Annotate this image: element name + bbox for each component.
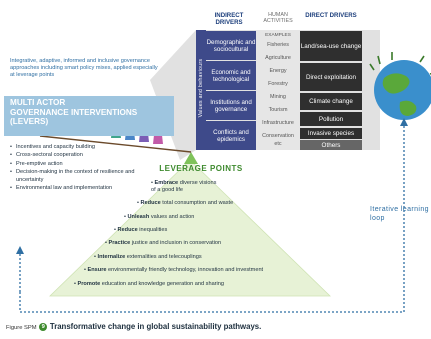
leverage-text: total consumption and waste — [162, 200, 234, 206]
leverage-point: • Practice justice and inclusion in cons… — [105, 240, 222, 246]
intro-text: Integrative, adaptive, informed and incl… — [10, 58, 158, 78]
activity-item: Infrastructure — [262, 120, 294, 126]
leverage-text: justice and inclusion in conservation — [131, 240, 222, 246]
indirect-driver: Institutions and governance — [206, 91, 256, 120]
leverage-point: • Promote education and knowledge genera… — [74, 281, 225, 287]
multi-actor-title-line3: (LEVERS) — [10, 117, 49, 126]
multi-actor-box — [4, 96, 174, 136]
activity-item: Conservation — [262, 133, 294, 139]
leverage-point: • Unleash values and action — [124, 214, 195, 220]
arrow-loop-icon — [19, 122, 405, 313]
leverage-point: • Internalize externalities and telecoup… — [94, 254, 202, 260]
caption-prefix: Figure SPM — [6, 325, 37, 331]
direct-driver: Direct exploitation — [300, 63, 362, 91]
direct-driver: Others — [300, 140, 362, 150]
activity-item: Forestry — [268, 81, 288, 87]
activity-item: Mining — [270, 94, 286, 100]
direct-driver: Invasive species — [300, 128, 362, 139]
lever-item: Decision-making in the context of resili… — [10, 168, 140, 185]
leverage-text: education and knowledge generation and s… — [101, 281, 225, 287]
activity-item: Fisheries — [267, 42, 289, 48]
activity-item: Energy — [269, 68, 287, 74]
activity-item: Tourism — [268, 107, 288, 113]
leverage-text: values and action — [150, 214, 195, 220]
leverage-point: • Reduce inequalities — [114, 227, 168, 233]
multi-actor-title: MULTI ACTOR GOVERNANCE INTERVENTIONS (LE… — [10, 98, 170, 127]
direct-driver: Land/sea-use change — [300, 31, 362, 61]
direct-driver: Climate change — [300, 93, 362, 110]
indirect-drivers-header: INDIRECT DRIVERS — [214, 12, 244, 26]
examples-label: EXAMPLES — [265, 33, 291, 38]
caption-number-badge: 9 — [39, 323, 48, 332]
activity-item: etc — [274, 141, 282, 147]
activity-item: Agriculture — [265, 55, 291, 61]
leverage-verb: Ensure — [87, 267, 107, 273]
leverage-points-title: LEVERAGE POINTS — [159, 164, 243, 173]
apex-marker — [184, 152, 198, 164]
leverage-verb: Practice — [108, 240, 131, 246]
leverage-text: inequalities — [139, 227, 168, 233]
leverage-verb: Promote — [77, 281, 101, 287]
leverage-text: of a good life — [151, 187, 184, 193]
iterative-learning-label: Iterative learning loop — [370, 206, 429, 222]
lever-item: Incentives and capacity building — [10, 143, 140, 152]
figure-caption: Figure SPM 9 Transformative change in gl… — [6, 322, 262, 332]
leverage-point: of a good life — [151, 187, 183, 194]
leverage-point: • Embrace diverse visions — [151, 180, 217, 186]
globe-icon — [369, 52, 431, 120]
indirect-driver: Conflicts and epidemics — [206, 121, 256, 150]
values-behaviours-bar: Values and behaviours — [196, 30, 206, 150]
direct-drivers-header: DIRECT DRIVERS — [305, 12, 357, 19]
human-activities-column: EXAMPLES Fisheries Agriculture Energy Fo… — [256, 30, 300, 150]
leverage-text: environmentally friendly technology, inn… — [108, 267, 264, 273]
indirect-driver: Demographic and sociocultural — [206, 31, 256, 60]
leverage-verb: Unleash — [127, 214, 150, 220]
caption-title: Transformative change in global sustaina… — [49, 322, 262, 331]
leverage-verb: Embrace — [154, 180, 179, 186]
lever-item: Pre-emptive action — [10, 160, 140, 169]
values-behaviours-label: Values and behaviours — [198, 58, 204, 118]
leverage-point: • Ensure environmentally friendly techno… — [84, 267, 264, 273]
direct-driver: Pollution — [300, 112, 362, 126]
leverage-verb: Internalize — [97, 254, 126, 260]
human-activities-header: HUMAN ACTIVITIES — [263, 12, 293, 24]
leverage-pyramid — [49, 159, 331, 297]
multi-actor-title-line2: GOVERNANCE INTERVENTIONS — [10, 107, 138, 117]
levers-list: Incentives and capacity building Cross-s… — [10, 143, 140, 193]
leverage-verb: Reduce — [140, 200, 161, 206]
leverage-text: externalities and telecouplings — [126, 254, 202, 260]
leverage-text: diverse visions — [179, 180, 217, 186]
lever-item: Environmental law and implementation — [10, 184, 140, 193]
lever-item: Cross-sectoral cooperation — [10, 151, 140, 160]
indirect-driver: Economic and technological — [206, 61, 256, 90]
leverage-verb: Reduce — [117, 227, 138, 233]
leverage-point: • Reduce total consumption and waste — [137, 200, 234, 206]
multi-actor-title-line1: MULTI ACTOR — [10, 98, 66, 107]
